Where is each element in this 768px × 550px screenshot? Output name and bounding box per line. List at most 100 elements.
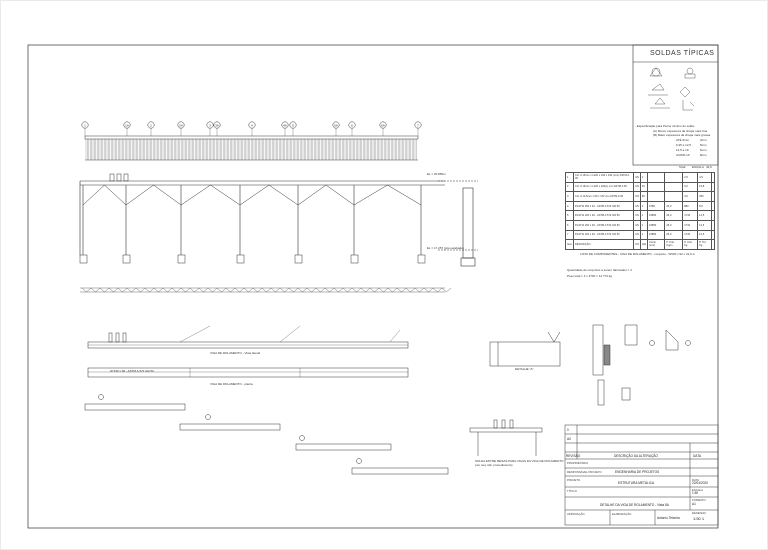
bom-cell bbox=[710, 172, 716, 183]
weld-spec-row: 6,35 a 12,5 bbox=[676, 143, 692, 147]
bom-cell bbox=[710, 191, 716, 202]
desenho-label: DESENHO bbox=[692, 511, 706, 515]
bom-cell: CH. # 12,5mm x 80 x 472 mm ASTM A 36 bbox=[573, 191, 635, 202]
detail-a-label: DETALHE "A" bbox=[515, 367, 534, 371]
bom-cell: 16850 bbox=[647, 210, 666, 221]
bom-cell bbox=[664, 172, 684, 183]
bom-cell bbox=[710, 219, 716, 231]
bom-cell: 12,5 bbox=[697, 210, 712, 221]
bom-cell bbox=[710, 200, 716, 212]
elaboracao-label: ELABORAÇÃO bbox=[612, 512, 632, 516]
column-base bbox=[417, 254, 426, 264]
beam-1-label: VIGA DE ROLAMENTO - Vista lateral bbox=[210, 351, 261, 355]
desenho-value: 1:50 1 bbox=[693, 516, 705, 521]
bom-cell: 12,5 bbox=[697, 219, 712, 231]
bom-header-total: Total bbox=[679, 165, 686, 169]
welds-title: SOLDAS TÍPICAS bbox=[650, 50, 715, 57]
bom-cell: 4 bbox=[564, 200, 575, 212]
title-block bbox=[564, 424, 719, 526]
weld-spec-row-val: 8mm bbox=[700, 153, 707, 157]
bom-cell: 2 bbox=[639, 172, 649, 183]
bom-header-value: 42,6 bbox=[706, 165, 712, 169]
bom-cell: Item bbox=[564, 239, 575, 250]
bom-cell: Comp. (mm) bbox=[647, 239, 666, 250]
weld-spec-2: (A) Menor espessura da chapa mais fina bbox=[653, 129, 708, 133]
bom-cell: UN bbox=[633, 181, 641, 193]
bom-cell bbox=[710, 239, 716, 250]
bom-cell: 1743 bbox=[682, 219, 699, 231]
bom-cell: 26,0 bbox=[664, 229, 684, 241]
bom-cell: 26,0 bbox=[664, 219, 684, 231]
weld-spec-row: 12,5 a 19 bbox=[676, 148, 689, 152]
bom-cell: 3 bbox=[564, 191, 575, 202]
bom-cell bbox=[710, 229, 716, 241]
bom-cell: CH. # 16mm x L220 x 340 x 340 (mm) ASTM … bbox=[573, 172, 635, 183]
format-label: FORMATO bbox=[692, 498, 706, 502]
bom-cell: 4,9 bbox=[697, 172, 712, 183]
scale-label: ESCALA bbox=[692, 488, 704, 492]
weld-spec-row-val: 6mm bbox=[700, 148, 707, 152]
bom-cell bbox=[710, 210, 716, 221]
responsavel-label: RESPONSÁVEL PROJETO bbox=[567, 470, 602, 474]
column-base bbox=[79, 254, 88, 264]
column-base bbox=[122, 254, 131, 264]
column-base bbox=[350, 254, 359, 264]
grid-axis-label: 1A bbox=[125, 123, 129, 127]
grid-axis-label: 3 bbox=[209, 123, 211, 127]
grid-axis-label: 6 bbox=[351, 123, 353, 127]
aprovacao-label: APROVAÇÃO bbox=[567, 512, 585, 516]
bom-cell: 1 bbox=[639, 219, 649, 231]
weld-note: SOLDA ENTRE MESAS PARA VIGAS DA VIGA DE … bbox=[475, 459, 564, 463]
level-bottom: EL = 17.257 (piso acabado) bbox=[427, 246, 464, 250]
bom-cell: UN bbox=[633, 200, 641, 212]
bom-cell: 1 bbox=[639, 210, 649, 221]
bom-cell bbox=[710, 181, 716, 193]
grid-axis-label: 5A bbox=[334, 123, 338, 127]
bom-cell: P. Tot. Kg bbox=[697, 239, 712, 250]
rev-head-data: DATA bbox=[693, 454, 702, 458]
title-name: DETALHE DA VIGA DE ROLAMENTO - Vista 5A bbox=[600, 503, 669, 507]
rev-head-descricao: DESCRIÇÃO DA ALTERAÇÃO bbox=[614, 454, 658, 458]
weld-spec-row-val: 3mm bbox=[700, 138, 707, 142]
bom-note-2: Peso total = 4 x 3700 = 14 770 kg bbox=[567, 274, 612, 278]
bom-note-1: Quantidade de conjuntos a serem fabricad… bbox=[567, 268, 632, 272]
date-value: 22/04/2020 bbox=[692, 481, 708, 485]
grid-axis-label: 4A bbox=[283, 123, 287, 127]
bom-cell: 60 bbox=[639, 191, 649, 202]
owner-label: PROPRIETÁRIO bbox=[567, 461, 589, 465]
bom-cell bbox=[647, 191, 666, 202]
grid-axis-label: 1 bbox=[84, 123, 86, 127]
bom-cell: 8,0 bbox=[697, 200, 712, 212]
elab-name: Antonio Teixeira bbox=[657, 516, 680, 520]
beam-side-view bbox=[87, 325, 409, 378]
elevation-view bbox=[79, 173, 478, 267]
bom-caption: LISTA DE COMPONENTES - VIGA DE ROLAMENTO… bbox=[580, 252, 696, 256]
grid-axis-label: 5 bbox=[292, 123, 294, 127]
rev-row-0: 0 bbox=[567, 428, 569, 432]
bom-header-scale: ESCALA bbox=[692, 165, 704, 169]
bom-cell: 2,5 bbox=[682, 172, 699, 183]
weld-details-panel bbox=[632, 44, 719, 166]
bom-cell: 6 bbox=[564, 219, 575, 231]
bom-cell: 1 bbox=[639, 229, 649, 241]
bom-cell: 12,5 bbox=[697, 229, 712, 241]
bom-cell: Qtd bbox=[639, 239, 649, 250]
bom-cell: 26,0 bbox=[664, 210, 684, 221]
bom-cell: P. Unit. Kg/m bbox=[664, 239, 684, 250]
bom-cell bbox=[647, 181, 666, 193]
detail-a bbox=[489, 324, 691, 406]
column-base bbox=[294, 254, 303, 264]
bom-cell: Perfil W 200 x 26 - ASTM A 572 GR 50 bbox=[573, 229, 635, 241]
owner-name: ENGENHARIA DE PROJETOS bbox=[615, 470, 660, 474]
bom-cell: DESCRIÇÃO bbox=[573, 239, 635, 250]
bom-cell: 1 bbox=[564, 172, 575, 183]
grid-axis-label: 4 bbox=[251, 123, 253, 127]
weld-spec-3: (B) Maior espessura da chapa mais grossa bbox=[653, 133, 711, 137]
